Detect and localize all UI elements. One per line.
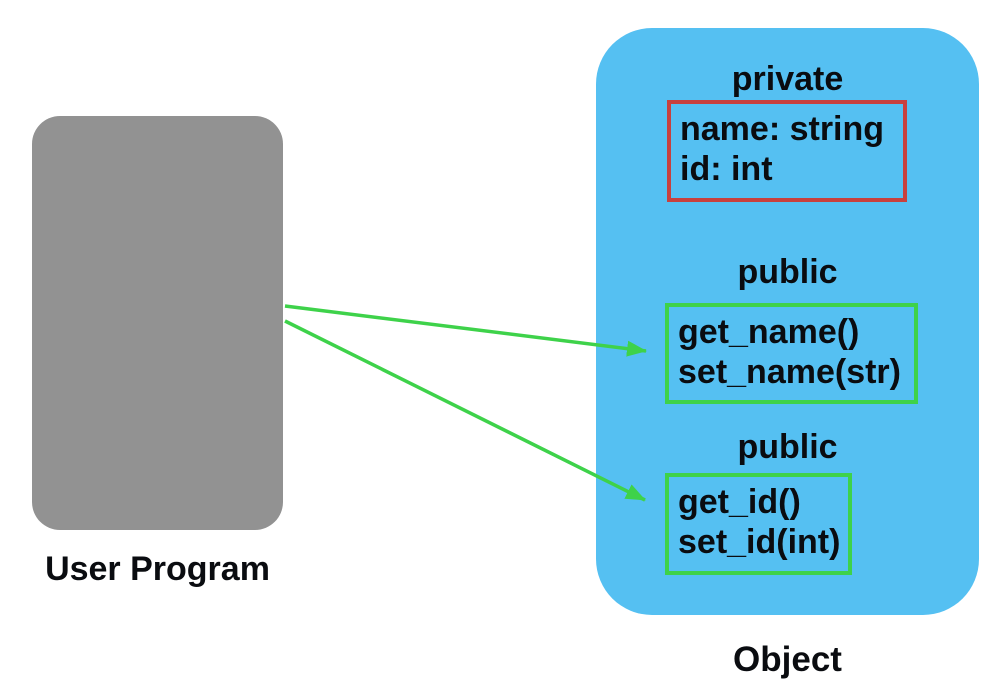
public-name-methods-box: get_name() set_name(str) (665, 303, 918, 404)
private-member-line: id: int (680, 150, 773, 188)
public-method-line: get_name() (678, 313, 860, 351)
public-method-line: get_id() (678, 483, 801, 521)
public-id-section-heading: public (737, 428, 838, 466)
private-members-box: name: string id: int (667, 100, 907, 202)
arrow-to-id-methods (284, 319, 646, 502)
public-method-line: set_id(int) (678, 523, 841, 561)
public-id-methods-box: get_id() set_id(int) (665, 473, 852, 575)
user-program-box (32, 116, 283, 530)
object-label: Object (733, 640, 842, 679)
private-member-line: name: string (680, 110, 885, 148)
public-name-section-heading: public (737, 253, 838, 291)
private-section-heading: private (731, 60, 844, 98)
public-method-line: set_name(str) (678, 353, 901, 391)
user-program-label: User Program (45, 550, 270, 588)
object-box: private name: string id: int public get_… (596, 28, 979, 615)
arrow-to-name-methods (284, 304, 647, 357)
